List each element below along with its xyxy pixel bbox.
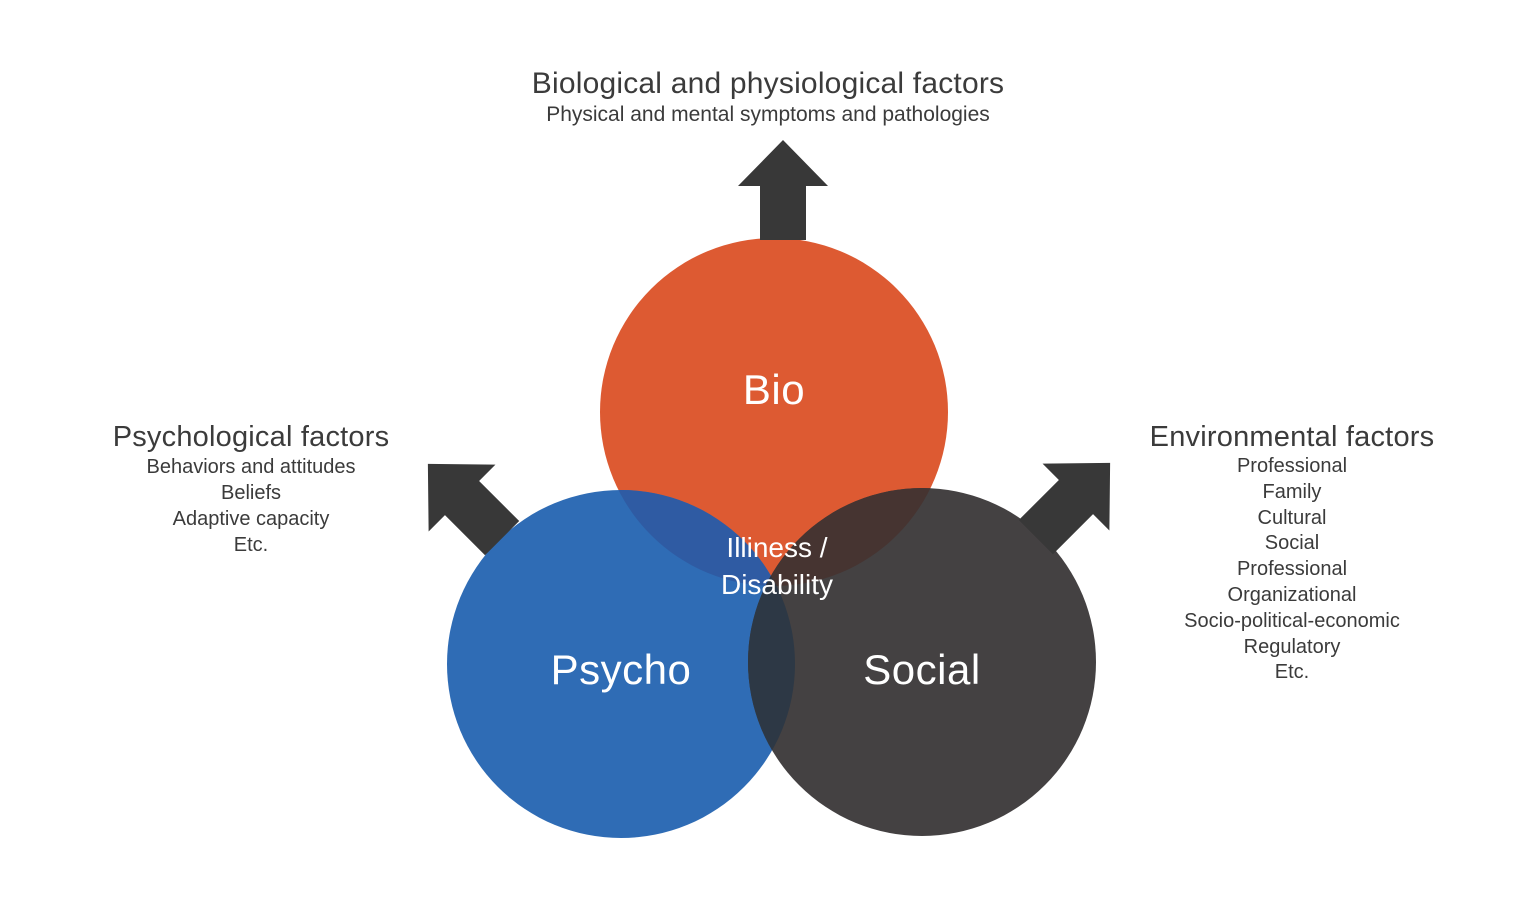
- factor-item: Adaptive capacity: [172, 508, 330, 530]
- factor-item: Regulatory: [1243, 635, 1341, 658]
- bio-circle: [600, 238, 948, 586]
- factor-item: Etc.: [1274, 661, 1310, 684]
- factor-item: Cultural: [1257, 506, 1327, 529]
- factor-item: Socio-political-economic: [1184, 609, 1400, 632]
- environmental-factors-heading: Environmental factors: [1149, 421, 1435, 453]
- factor-item: Behaviors and attitudes: [146, 456, 356, 478]
- psychological-factors-heading: Psychological factors: [112, 421, 390, 453]
- bio-circle-label: Bio: [742, 366, 806, 413]
- factor-item: Etc.: [233, 534, 269, 556]
- biological-factors-heading: Biological and physiological factors: [531, 67, 1005, 100]
- illness-disability-line2: Disability: [720, 569, 834, 600]
- illness-disability-label: Illiness / Disability: [721, 529, 833, 603]
- social-circle: [748, 488, 1096, 836]
- factor-item: Professional: [1236, 455, 1348, 477]
- factor-item: Family: [1262, 480, 1322, 503]
- psychological-factors-block: Psychological factors Behaviors and atti…: [46, 420, 456, 558]
- environmental-factors-list: Professional Family Cultural Social Prof…: [1087, 454, 1497, 686]
- environmental-factors-block: Environmental factors Professional Famil…: [1087, 420, 1497, 686]
- biological-factors-subheading: Physical and mental symptoms and patholo…: [546, 103, 990, 126]
- factor-item: Organizational: [1227, 583, 1357, 606]
- illness-disability-line1: Illiness /: [726, 532, 828, 563]
- psycho-circle: [447, 490, 795, 838]
- social-circle-label: Social: [863, 646, 981, 693]
- factor-item: Beliefs: [220, 482, 282, 504]
- psycho-circle-label: Psycho: [550, 646, 692, 693]
- up-arrow-icon: [738, 140, 828, 240]
- factor-item: Professional: [1236, 558, 1348, 581]
- psychological-factors-list: Behaviors and attitudes Beliefs Adaptive…: [46, 454, 456, 558]
- factor-item: Social: [1264, 532, 1320, 555]
